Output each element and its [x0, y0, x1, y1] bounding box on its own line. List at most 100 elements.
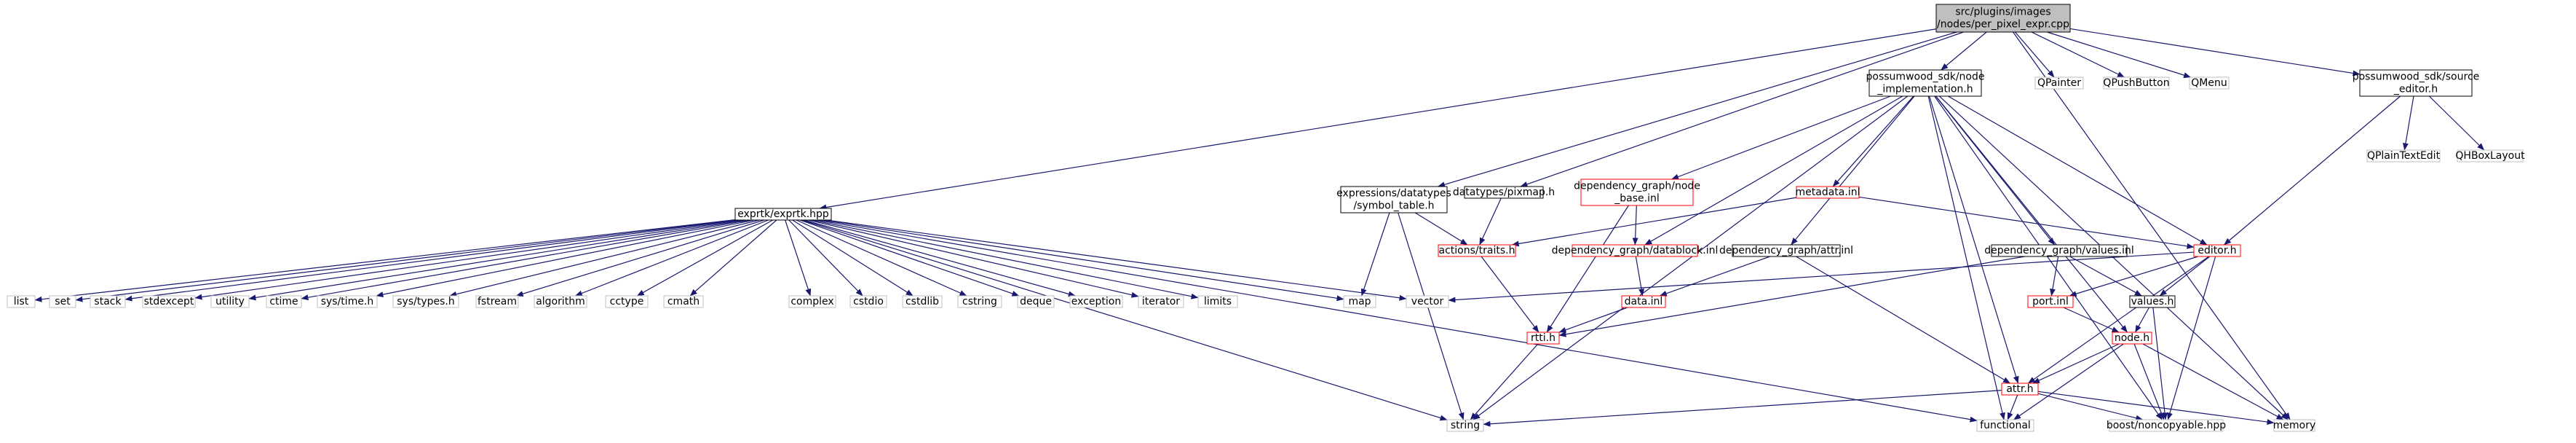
edge-symtab-to-actionstraits: [1415, 212, 1468, 246]
node-cstdlib[interactable]: cstdlib: [902, 295, 943, 308]
node-iterator[interactable]: iterator: [1138, 295, 1184, 308]
node-datainl[interactable]: data.inl: [1621, 295, 1666, 308]
node-label: node.h: [2115, 332, 2149, 344]
node-valuesh[interactable]: values.h: [2129, 295, 2176, 308]
node-box: [2366, 149, 2441, 162]
node-label: editor.h: [2197, 245, 2236, 256]
node-box: [2359, 69, 2473, 97]
node-label: /nodes/per_pixel_expr.cpp: [1937, 19, 2069, 31]
edge-nodeimpl-to-memory: [1939, 95, 2288, 420]
node-label: possumwood_sdk/node: [1866, 71, 1985, 83]
node-depvalues[interactable]: dependency_graph/values.inl: [1984, 244, 2134, 257]
node-depattr[interactable]: dependency_graph/attr.inl: [1719, 244, 1853, 257]
edge-exprtk-to-systime: [376, 219, 755, 298]
node-nodeimpl[interactable]: possumwood_sdk/node_implementation.h: [1866, 69, 1985, 97]
node-qmenu[interactable]: QMenu: [2189, 77, 2230, 90]
node-box: [2193, 244, 2241, 257]
node-editor[interactable]: editor.h: [2193, 244, 2241, 257]
node-rtti[interactable]: rtti.h: [1526, 332, 1560, 345]
node-box: [788, 295, 836, 308]
node-qpainter[interactable]: QPainter: [2034, 77, 2084, 90]
node-stack[interactable]: stack: [90, 295, 126, 308]
node-label: QHBoxLayout: [2455, 150, 2525, 162]
node-cctype[interactable]: cctype: [605, 295, 649, 308]
node-label: QPlainTextEdit: [2367, 150, 2441, 162]
node-cstdio[interactable]: cstdio: [849, 295, 887, 308]
node-label: attr.h: [2006, 383, 2033, 395]
node-box: [1732, 244, 1841, 257]
node-symtab[interactable]: expressions/datatypes/symbol_table.h: [1336, 186, 1451, 213]
node-noncopyable[interactable]: boost/noncopyable.hpp: [2107, 419, 2226, 432]
node-label: exprtk/exprtk.hpp: [737, 208, 829, 220]
edge-root-to-srceditor: [2069, 28, 2361, 77]
node-portinl[interactable]: port.inl: [2027, 295, 2074, 308]
node-nodeh[interactable]: node.h: [2112, 332, 2152, 345]
node-qhboxlayout[interactable]: QHBoxLayout: [2455, 149, 2525, 162]
node-ctime[interactable]: ctime: [266, 295, 302, 308]
node-vector[interactable]: vector: [1406, 295, 1449, 308]
node-box: [317, 295, 378, 308]
node-qplaintextedit[interactable]: QPlainTextEdit: [2366, 149, 2441, 162]
node-root[interactable]: src/plugins/images/nodes/per_pixel_expr.…: [1935, 4, 2071, 33]
edge-symtab-to-map: [1360, 212, 1390, 297]
edge-srceditor-to-editor: [2224, 95, 2401, 246]
node-systypes[interactable]: sys/types.h: [392, 295, 459, 308]
edge-exprtk-to-cctype: [636, 219, 773, 297]
edge-depattr-to-datainl: [1659, 256, 1770, 297]
node-functional[interactable]: functional: [1976, 419, 2034, 432]
node-pixmap[interactable]: datatypes/pixmap.h: [1453, 186, 1555, 199]
node-label: ctime: [269, 296, 298, 307]
node-stdexcept[interactable]: stdexcept: [142, 295, 196, 308]
node-label: iterator: [1142, 296, 1180, 307]
node-box: [1197, 295, 1238, 308]
node-cmath[interactable]: cmath: [663, 295, 704, 308]
node-list[interactable]: list: [7, 295, 36, 308]
node-box: [1796, 186, 1860, 199]
edge-exprtk-to-cmath: [689, 219, 777, 297]
node-box: [2457, 149, 2524, 162]
node-datablock[interactable]: dependency_graph/datablock.inl: [1552, 244, 1719, 257]
node-box: [1446, 419, 1484, 432]
node-systime[interactable]: sys/time.h: [317, 295, 378, 308]
node-memory[interactable]: memory: [2273, 419, 2316, 432]
node-metadata[interactable]: metadata.inl: [1796, 186, 1860, 199]
node-qpushbutton[interactable]: QPushButton: [2103, 77, 2170, 90]
node-set[interactable]: set: [49, 295, 76, 308]
node-depnodebase[interactable]: dependency_graph/node_base.inl: [1574, 179, 1700, 206]
edge-depvalues-to-rtti: [1558, 256, 2025, 337]
edge-nodeimpl-to-depattr: [1791, 95, 1915, 246]
node-utility[interactable]: utility: [210, 295, 250, 308]
node-cstring[interactable]: cstring: [957, 295, 1002, 308]
node-attrh[interactable]: attr.h: [2001, 383, 2039, 396]
node-deque[interactable]: deque: [1017, 295, 1055, 308]
edge-exprtk-to-ctime: [301, 219, 750, 301]
node-box: [1138, 295, 1184, 308]
node-box: [2103, 77, 2170, 90]
edge-pixmap-to-actionstraits: [1479, 197, 1502, 246]
node-exception[interactable]: exception: [1069, 295, 1123, 308]
node-label: cstring: [962, 296, 997, 307]
node-label: functional: [1980, 420, 2031, 431]
node-complex[interactable]: complex: [788, 295, 836, 308]
edge-nodeimpl-to-string: [1473, 95, 1909, 420]
node-actionstraits[interactable]: actions/traits.h: [1438, 244, 1516, 257]
node-box: [2034, 77, 2084, 90]
node-map[interactable]: map: [1343, 295, 1376, 308]
node-label: algorithm: [536, 296, 585, 307]
node-fstream[interactable]: fstream: [475, 295, 519, 308]
edge-datainl-to-rtti: [1558, 307, 1628, 333]
edge-exprtk-to-exception: [804, 219, 1076, 297]
edge-portinl-to-nodeh: [2063, 307, 2120, 333]
edge-root-to-qpainter: [2014, 31, 2055, 78]
node-limits[interactable]: limits: [1197, 295, 1238, 308]
node-exprtk[interactable]: exprtk/exprtk.hpp: [734, 208, 832, 221]
node-box: [90, 295, 126, 308]
node-srceditor[interactable]: possumwood_sdk/source_editor.h: [2353, 69, 2480, 97]
node-label: possumwood_sdk/source: [2353, 71, 2480, 83]
node-string[interactable]: string: [1446, 419, 1484, 432]
node-algorithm[interactable]: algorithm: [534, 295, 587, 308]
node-label: QPainter: [2037, 77, 2081, 89]
node-label: _implementation.h: [1876, 84, 1973, 95]
edge-nodeimpl-to-metadata: [1832, 95, 1914, 187]
edge-nodeimpl-to-datablock: [1644, 95, 1903, 246]
